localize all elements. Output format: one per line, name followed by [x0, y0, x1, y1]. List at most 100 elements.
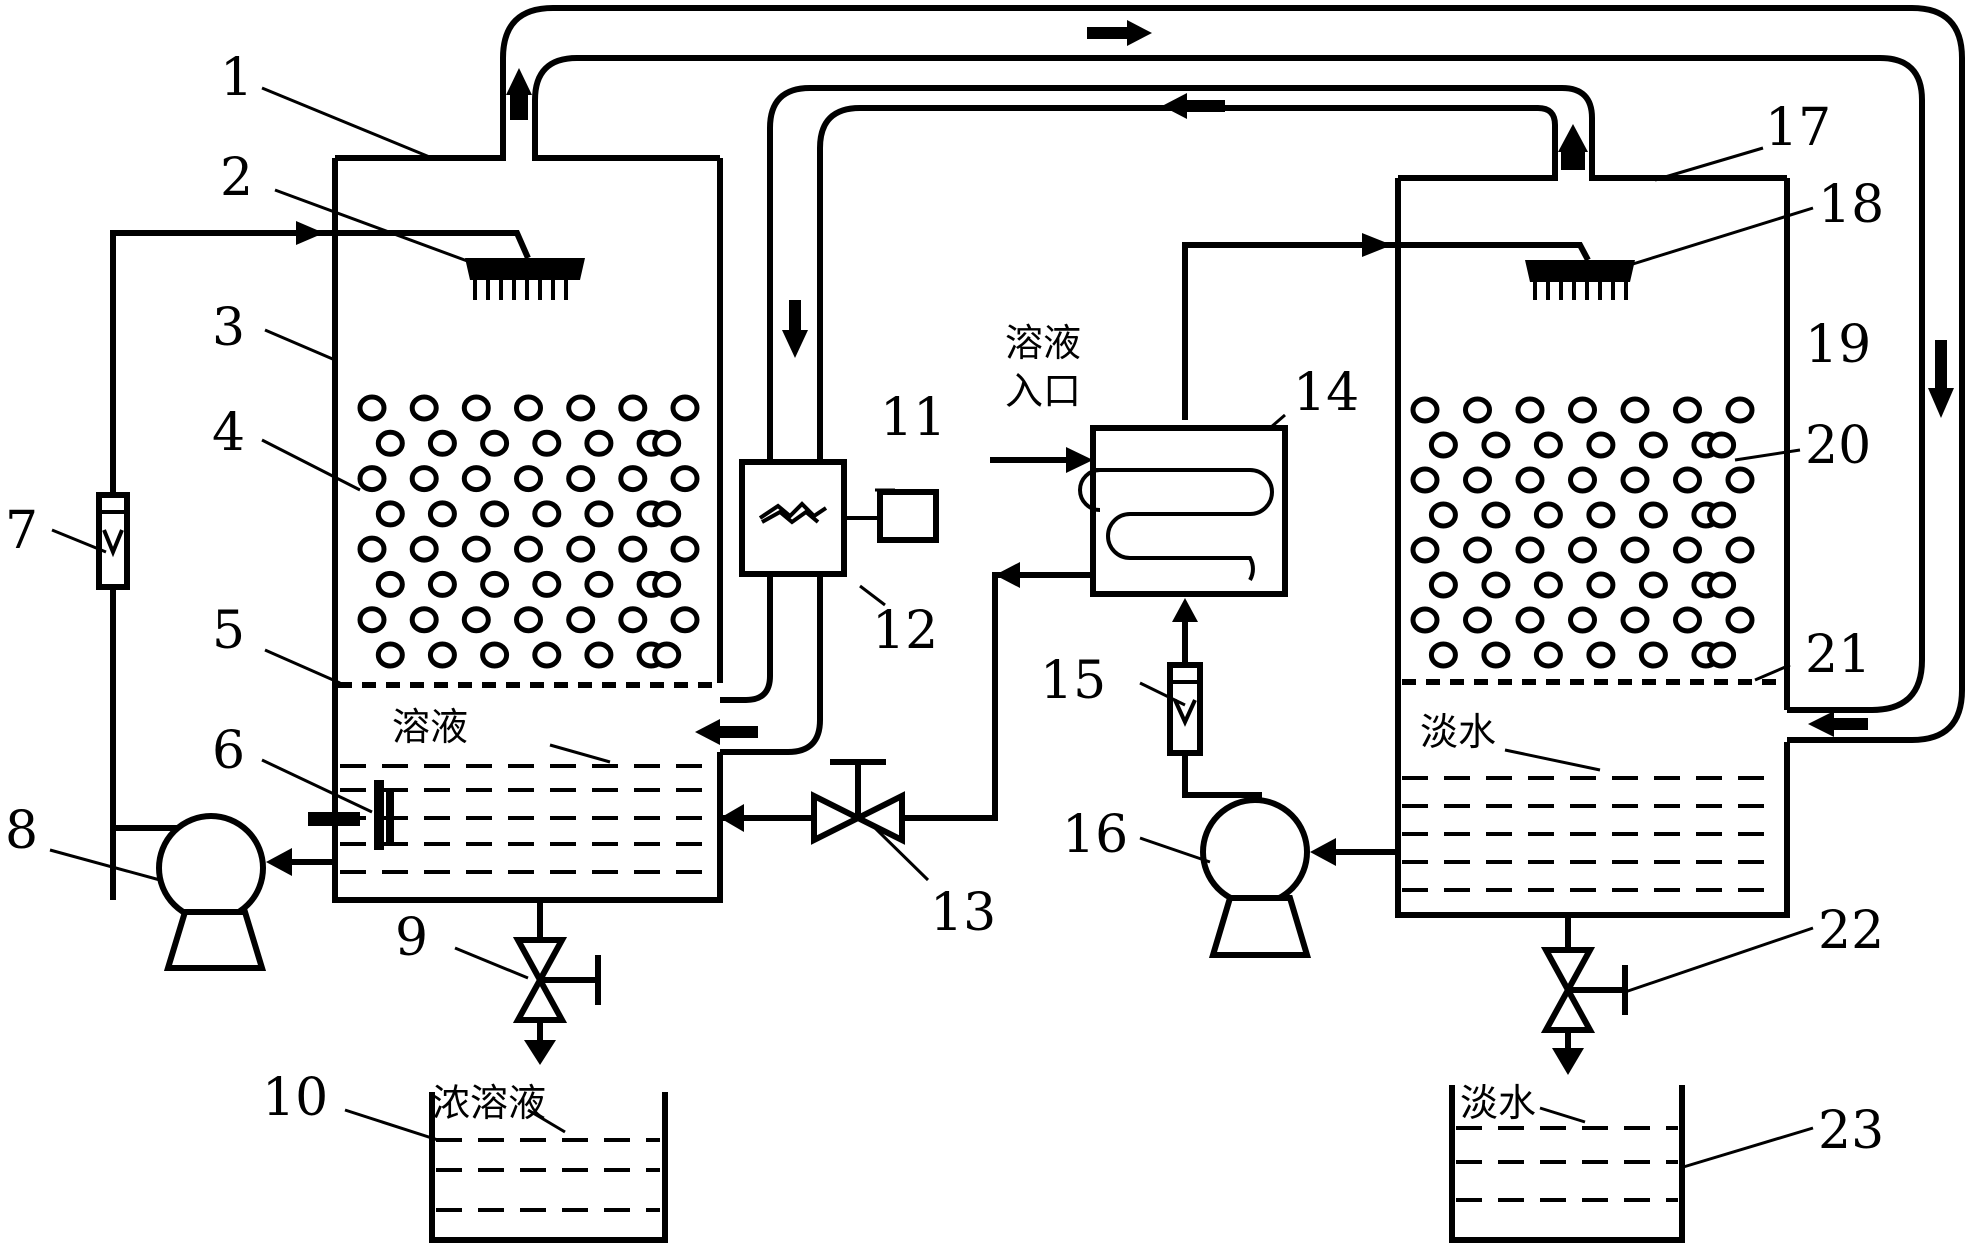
left-packing-ring — [566, 606, 596, 634]
right-packing-ring — [1638, 641, 1668, 669]
right-drain-valve — [1540, 915, 1628, 1075]
right-packing-ring — [1638, 431, 1668, 459]
left-packing-ring — [357, 535, 387, 563]
right-packing-ring — [1568, 536, 1597, 564]
freshwater-tank — [1449, 1085, 1685, 1243]
left-packing-ring — [514, 535, 543, 563]
left-packing-ring — [652, 641, 682, 669]
right-freshwater-level — [1402, 776, 1780, 892]
part-number-15: 15 — [1040, 651, 1106, 711]
right-packing-ring — [1725, 606, 1755, 634]
right-packing-ring — [1586, 431, 1616, 459]
right-packing-ring — [1586, 571, 1616, 599]
right-packing-ring — [1638, 571, 1668, 599]
left-packing-ring — [409, 465, 439, 493]
right-packing-ring — [1707, 501, 1737, 529]
right-packing-ring — [1673, 396, 1702, 424]
right-packing-ring — [1568, 606, 1597, 634]
left-packing-ring — [375, 429, 405, 457]
right-packing-ring — [1410, 606, 1440, 634]
right-packing-ring — [1515, 606, 1545, 634]
part-number-11: 11 — [880, 388, 946, 448]
part-number-9: 9 — [395, 908, 428, 968]
left-packing-ring — [409, 535, 439, 563]
part-number-10: 10 — [262, 1068, 328, 1128]
right-packing-ring — [1533, 571, 1563, 599]
right-packing-ring — [1533, 641, 1563, 669]
right-flowmeter — [1167, 598, 1262, 798]
left-spray-nozzle — [110, 221, 585, 900]
concentrate-tank — [429, 1092, 668, 1243]
compressor — [739, 459, 880, 577]
part-numbers: 1 2 3 4 5 6 7 8 9 10 11 12 13 14 15 16 1… — [5, 48, 1884, 1161]
right-spray-nozzle — [1182, 233, 1635, 420]
left-packing-ring — [480, 570, 510, 598]
right-packing-ring — [1620, 536, 1650, 564]
left-packing-ring — [357, 606, 387, 634]
left-pump — [113, 813, 335, 971]
right-packing-ring — [1586, 641, 1616, 669]
right-packing-ring — [1586, 501, 1616, 529]
right-tower — [1395, 140, 1790, 918]
left-tower — [308, 118, 723, 903]
right-packing-ring — [1620, 396, 1650, 424]
label-solution-inlet-2: 入口 — [1005, 369, 1081, 413]
left-packing-ring — [532, 570, 562, 598]
part-number-22: 22 — [1818, 901, 1884, 961]
left-packing-ring — [670, 394, 700, 422]
left-packing-ring — [427, 570, 457, 598]
right-packing-ring — [1725, 396, 1755, 424]
right-packing-ring — [1481, 571, 1511, 599]
left-packing-ring — [532, 500, 562, 528]
right-packing-ring — [1463, 536, 1492, 564]
left-packing-ring — [427, 429, 457, 457]
text-labels: 溶液 淡水 浓溶液 淡水 溶液 入口 — [392, 321, 1536, 1125]
part-number-21: 21 — [1805, 625, 1871, 685]
left-packing-ring — [584, 429, 614, 457]
part-number-7: 7 — [5, 501, 38, 561]
left-packing-ring — [514, 606, 543, 634]
left-packing-ring — [514, 394, 543, 422]
right-packing-ring — [1673, 466, 1702, 494]
right-packing-ring — [1463, 466, 1492, 494]
right-packing-ring — [1568, 466, 1597, 494]
left-flowmeter — [96, 492, 130, 590]
right-packing-ring — [1481, 641, 1511, 669]
vapor-pipe-left-to-right — [500, 5, 1965, 743]
left-packing-ring — [514, 465, 543, 493]
left-packing-ring — [652, 429, 682, 457]
part-number-20: 20 — [1805, 416, 1871, 476]
left-packing-ring — [618, 465, 648, 493]
right-packing-ring — [1410, 396, 1440, 424]
left-packing-ring — [461, 465, 491, 493]
left-drain-valve — [512, 900, 601, 1065]
left-heater — [308, 780, 394, 850]
right-packing-ring — [1515, 466, 1545, 494]
right-packing-ring — [1463, 606, 1492, 634]
part-number-18: 18 — [1818, 175, 1884, 235]
right-packing-ring — [1725, 536, 1755, 564]
right-packing-ring — [1463, 396, 1492, 424]
label-solution-inlet-1: 溶液 — [1005, 321, 1081, 365]
left-packing-ring — [427, 500, 457, 528]
left-packing-ring — [409, 394, 439, 422]
left-packing-ring — [480, 500, 510, 528]
left-packing-ring — [357, 394, 387, 422]
part-number-8: 8 — [5, 801, 38, 861]
left-packing-ring — [461, 535, 491, 563]
left-packing-ring — [532, 641, 562, 669]
part-number-2: 2 — [220, 148, 253, 208]
left-packing-rings — [357, 394, 700, 669]
part-number-6: 6 — [212, 721, 245, 781]
left-packing-ring — [480, 429, 510, 457]
left-packing-ring — [375, 500, 405, 528]
part-number-16: 16 — [1062, 805, 1128, 865]
right-packing-ring — [1707, 571, 1737, 599]
right-packing-ring — [1533, 431, 1563, 459]
part-number-12: 12 — [872, 601, 938, 661]
left-packing-ring — [618, 394, 648, 422]
left-packing-ring — [652, 500, 682, 528]
right-packing-ring — [1673, 536, 1702, 564]
left-packing-ring — [652, 570, 682, 598]
right-packing-ring — [1481, 431, 1511, 459]
